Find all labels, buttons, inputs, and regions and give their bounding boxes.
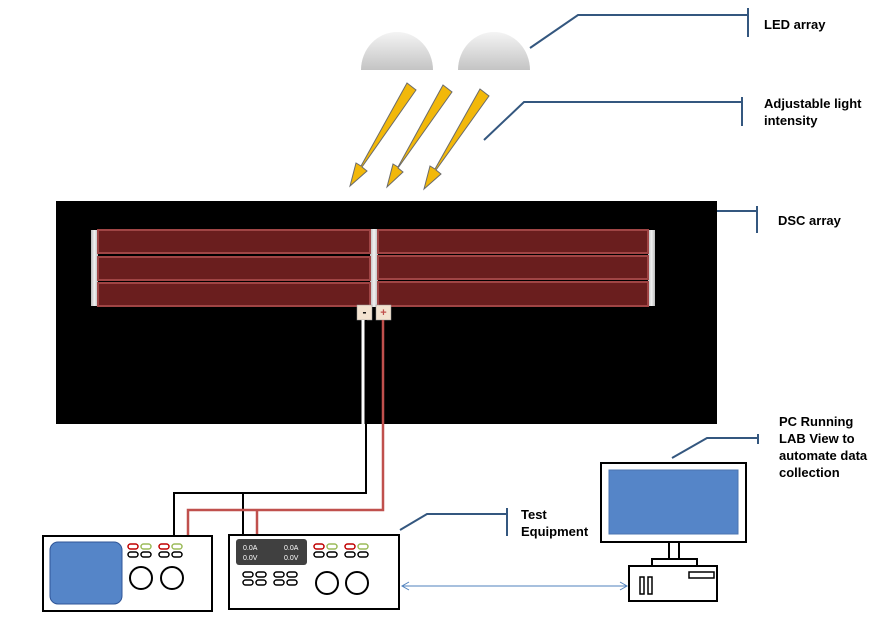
pc-monitor-stand <box>668 541 680 560</box>
callout-led <box>529 14 748 49</box>
data-link-arrow <box>400 581 629 591</box>
light-intensity-label: Adjustable light intensity <box>764 96 862 128</box>
pc-label: PC Running LAB View to automate data col… <box>779 414 868 480</box>
oscilloscope-screen <box>49 541 123 605</box>
psu-display <box>236 539 307 565</box>
light-arrow-1 <box>349 82 417 188</box>
dsc-array-label: DSC array <box>778 213 841 228</box>
psu-readout-voltage-2: 0.0V <box>284 555 299 562</box>
dsc-cell <box>377 281 649 307</box>
drive-slot <box>639 576 645 595</box>
light-arrow-3 <box>423 88 490 191</box>
wiring <box>173 320 385 536</box>
led-array <box>361 32 530 70</box>
negative-terminal-label: - <box>363 305 367 319</box>
cell-center-divider <box>370 229 378 307</box>
knob <box>129 566 153 590</box>
dsc-array: - + <box>91 229 655 321</box>
light-arrow-2 <box>386 84 453 189</box>
power-supply: 0.0A 0.0A 0.0V 0.0V <box>228 534 400 610</box>
drive-bay <box>688 571 715 579</box>
knob <box>160 566 184 590</box>
positive-terminal-label: + <box>380 307 386 319</box>
led-dome-1 <box>361 32 433 70</box>
pc-monitor-base <box>651 558 698 567</box>
led-array-label: LED array <box>764 17 826 32</box>
knob <box>345 571 369 595</box>
dsc-cell <box>377 229 649 254</box>
cell-end-cap-right <box>648 230 655 306</box>
black-wire <box>175 320 365 536</box>
red-wire <box>186 320 385 536</box>
dsc-cell <box>97 229 371 254</box>
dsc-cell <box>377 255 649 280</box>
pc <box>600 462 747 602</box>
drive-slot <box>647 576 653 595</box>
psu-readout-current-1: 0.0A <box>243 545 258 552</box>
callout-test <box>399 513 507 531</box>
test-equipment-label: Test Equipment <box>521 507 589 539</box>
psu-readout-current-2: 0.0A <box>284 545 299 552</box>
callout-intensity <box>483 101 742 141</box>
psu-readout-voltage-1: 0.0V <box>243 555 258 562</box>
oscilloscope <box>42 535 213 612</box>
pc-screen <box>608 469 739 535</box>
led-dome-2 <box>458 32 530 70</box>
dsc-cell <box>97 282 371 307</box>
cell-end-cap-left <box>91 230 98 306</box>
light-beams <box>349 82 490 191</box>
dsc-cell <box>97 256 371 281</box>
callout-pc <box>671 437 758 459</box>
black-wire <box>173 320 367 536</box>
knob <box>315 571 339 595</box>
